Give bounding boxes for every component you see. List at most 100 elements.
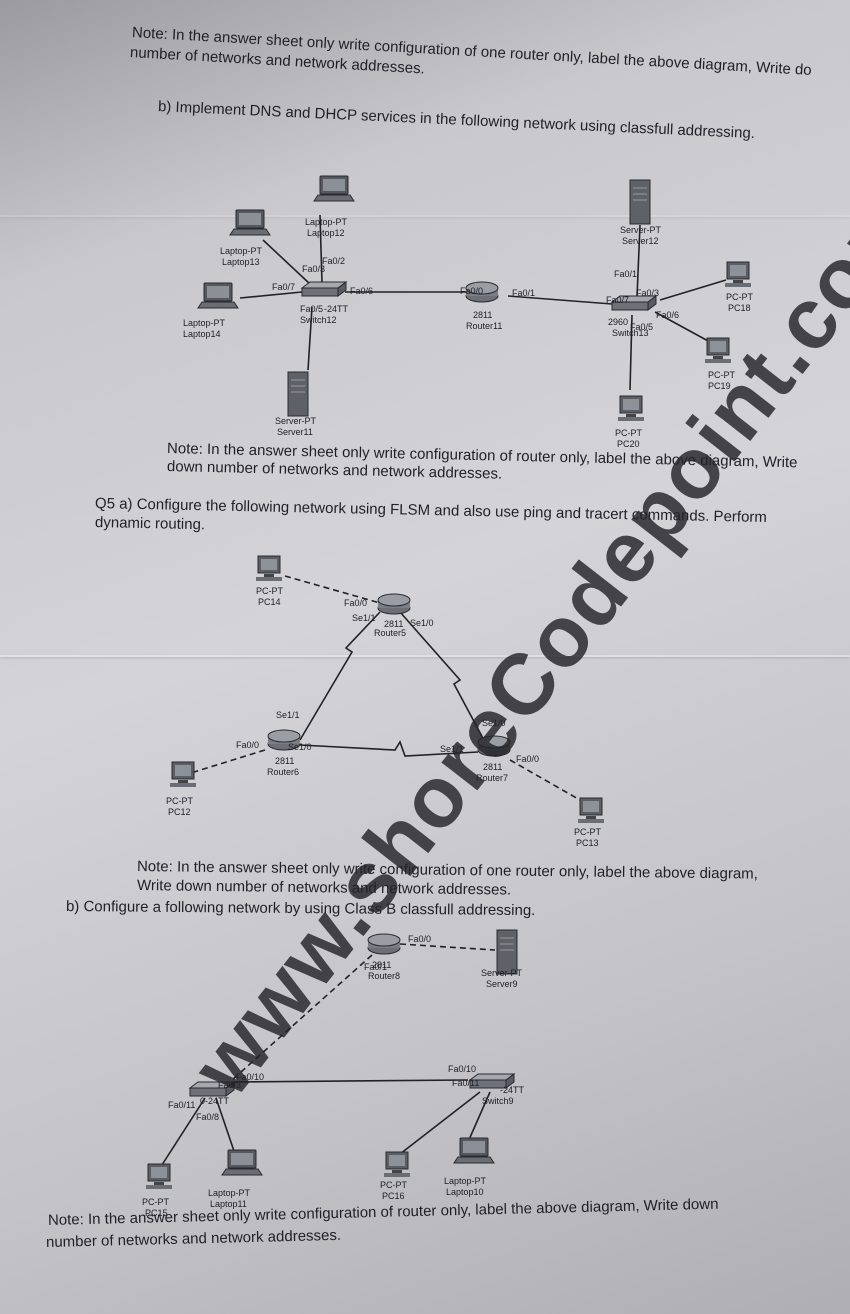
switch8-port-upper: Fa0/10 <box>236 1072 264 1082</box>
switch13-name: Switch13 <box>612 328 649 338</box>
pc14-icon <box>255 555 283 582</box>
pc20-name: PC20 <box>617 439 640 449</box>
laptop14-type: Laptop-PT <box>183 318 226 328</box>
server11-type: Server-PT <box>275 416 317 426</box>
diagram-3: 2811 Router8 Server-PT Server9 Fa0/11 0-… <box>142 929 525 1218</box>
laptop13-icon <box>229 209 271 236</box>
laptop11-type: Laptop-PT <box>208 1188 251 1198</box>
pc12-icon <box>169 761 197 788</box>
pc18-type: PC-PT <box>726 292 754 302</box>
paper-fold <box>0 655 850 657</box>
switch9-port: Fa0/11 <box>452 1078 479 1088</box>
router6-name: Router6 <box>267 767 299 777</box>
diagram-2: PC-PT PC14 2811 Router5 2811 Router6 281… <box>166 555 605 848</box>
pc18-icon <box>724 261 752 288</box>
laptop13-type: Laptop-PT <box>220 246 263 256</box>
port-label: Fa0/1 <box>364 962 387 972</box>
paper-fold-upper <box>0 215 850 217</box>
port-label: Fa0/3 <box>636 288 659 298</box>
switch8-port-lower: Fa0/8 <box>196 1112 219 1122</box>
router5-model: 2811 <box>384 619 403 629</box>
port-label: Fa0/0 <box>460 286 483 296</box>
laptop14-icon <box>197 282 239 309</box>
port-label: Fa0/0 <box>236 740 259 750</box>
switch9-name: Switch9 <box>482 1096 514 1106</box>
port-label: Fa0/0 <box>408 934 431 944</box>
switch12-icon <box>301 281 347 297</box>
switch8-port: Fa0/11 <box>168 1100 195 1110</box>
laptop11-name: Laptop11 <box>210 1199 247 1209</box>
port-label: Fa0/7 <box>272 282 295 292</box>
router11-name: Router11 <box>466 321 502 331</box>
laptop11-icon <box>221 1149 263 1176</box>
switch9-port-top: Fa0/10 <box>448 1064 476 1074</box>
pc13-icon <box>577 797 605 824</box>
switch12-model: -24TT <box>324 304 349 314</box>
pc20-icon <box>617 395 645 422</box>
pc12-type: PC-PT <box>166 796 194 806</box>
port-label: Fa0/1 <box>614 269 637 279</box>
laptop12-name: Laptop12 <box>307 228 345 238</box>
server12-name: Server12 <box>622 236 659 246</box>
switch13-model: 2960 <box>608 317 628 327</box>
server11-icon <box>287 371 309 417</box>
port-label: Fa0/0 <box>344 598 367 608</box>
pc18-name: PC18 <box>728 303 751 313</box>
laptop10-icon <box>453 1137 495 1164</box>
port-label: Fa0/6 <box>656 310 679 320</box>
port-label: Fa0/0 <box>516 754 539 764</box>
port-label: Fa0/1 <box>512 288 535 298</box>
laptop13-name: Laptop13 <box>222 257 260 267</box>
laptop10-type: Laptop-PT <box>444 1176 487 1186</box>
diagram-1: Laptop-PT Laptop12 Laptop-PT Laptop13 La… <box>183 175 754 449</box>
server11-name: Server11 <box>277 427 313 437</box>
server12-icon <box>629 179 651 225</box>
server9-type: Server-PT <box>481 968 523 978</box>
switch8-port-mid: Fa0/3 <box>218 1080 241 1090</box>
pc15-icon <box>145 1163 173 1190</box>
laptop12-icon <box>313 175 355 202</box>
laptop10-name: Laptop10 <box>446 1187 484 1197</box>
pc20-type: PC-PT <box>615 428 643 438</box>
router11-model: 2811 <box>473 310 492 320</box>
pc13-name: PC13 <box>576 838 599 848</box>
laptop14-name: Laptop14 <box>183 329 221 339</box>
port-label: Fa0/7 <box>606 295 629 305</box>
pc19-name: PC19 <box>708 381 731 391</box>
server9-name: Server9 <box>486 979 518 989</box>
router7-name: Router7 <box>476 773 508 783</box>
port-label: Fa0/2 <box>322 256 345 266</box>
switch12-port: Fa0/5 <box>300 304 323 314</box>
pc14-type: PC-PT <box>256 586 284 596</box>
router5-name: Router5 <box>374 628 406 638</box>
router8-model: 2811 <box>372 960 391 970</box>
port-label: Fa0/5 <box>630 322 653 332</box>
switch12-name: Switch12 <box>300 315 337 325</box>
port-label: Se1/0 <box>410 618 434 628</box>
pc16-name: PC16 <box>382 1191 405 1201</box>
port-label: Se1/0 <box>482 718 506 728</box>
pc15-type: PC-PT <box>142 1197 170 1207</box>
pc12-name: PC12 <box>168 807 191 817</box>
switch9-model: -24TT <box>500 1085 525 1095</box>
switch8-model: 0-24TT <box>200 1096 230 1106</box>
pc15-name: PC15 <box>145 1208 168 1218</box>
laptop12-type: Laptop-PT <box>305 217 348 227</box>
pc16-icon <box>383 1151 411 1178</box>
port-label: Se1/1 <box>440 744 464 754</box>
pc16-type: PC-PT <box>380 1180 408 1190</box>
port-label: Se1/0 <box>288 742 312 752</box>
router7-model: 2811 <box>483 762 502 772</box>
port-label: Fa0/6 <box>350 286 373 296</box>
router5-icon <box>377 593 411 615</box>
server12-type: Server-PT <box>620 225 662 235</box>
pc19-type: PC-PT <box>708 370 736 380</box>
pc13-type: PC-PT <box>574 827 602 837</box>
port-label: Fa0/3 <box>302 264 325 274</box>
port-label: Se1/1 <box>276 710 300 720</box>
router8-name: Router8 <box>368 971 400 981</box>
port-label: Se1/1 <box>352 613 376 623</box>
pc14-name: PC14 <box>258 597 281 607</box>
router6-model: 2811 <box>275 756 294 766</box>
